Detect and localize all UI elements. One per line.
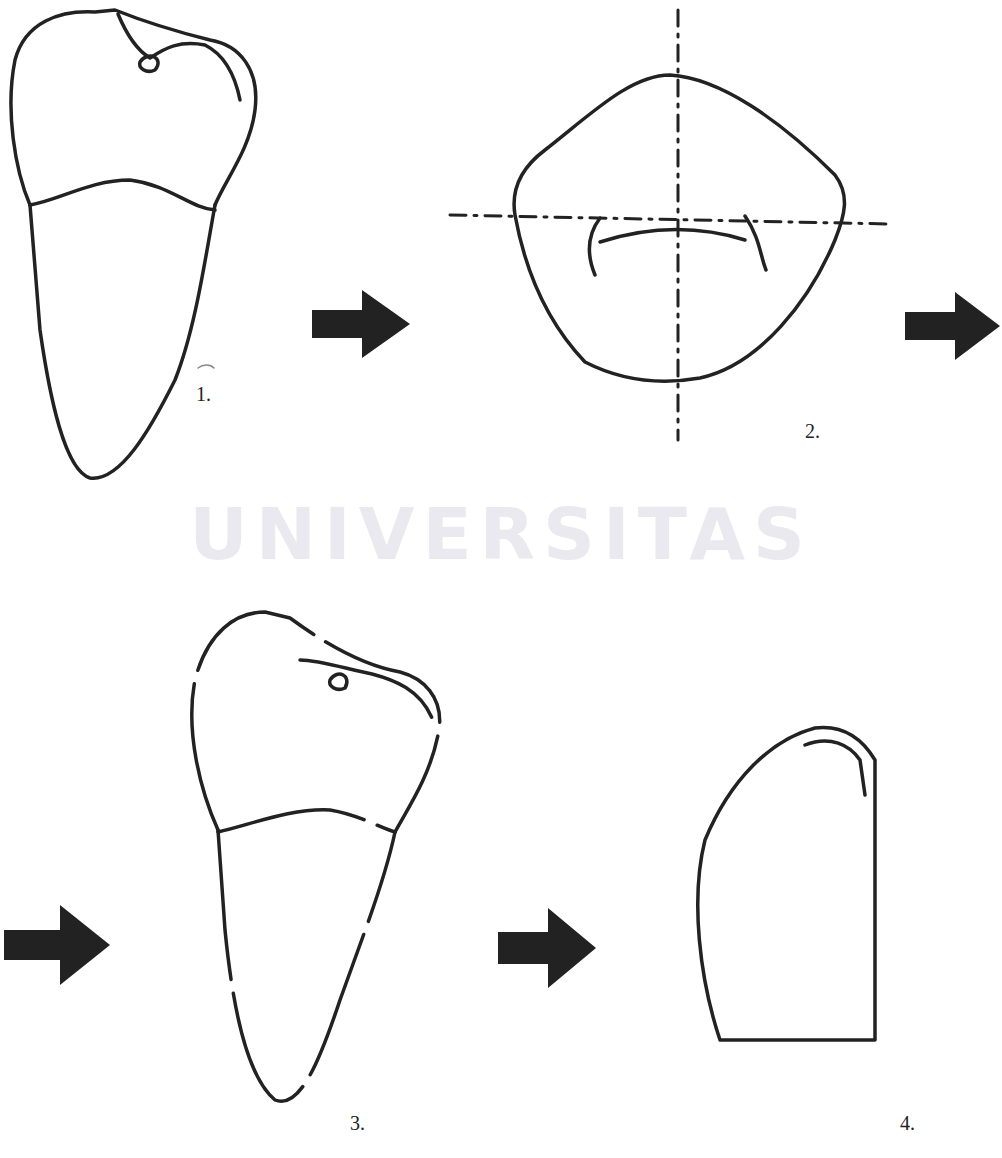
- figure-number: 3.: [350, 1112, 365, 1134]
- tooth-occlusal-outline: [450, 10, 890, 440]
- flow-arrow: [4, 905, 110, 985]
- tooth-figure-one: [11, 10, 256, 478]
- tooth-section: [698, 727, 875, 1040]
- flow-arrow: [312, 290, 410, 358]
- figure-number: 2.: [805, 420, 820, 442]
- tooth-figure-three: [192, 612, 440, 1101]
- flow-arrow: [905, 292, 1000, 360]
- watermark-text: UNIVERSITAS: [189, 498, 813, 570]
- figure-number: 4.: [900, 1112, 915, 1134]
- figure-number: 1.: [196, 383, 211, 405]
- flow-arrow: [498, 908, 596, 988]
